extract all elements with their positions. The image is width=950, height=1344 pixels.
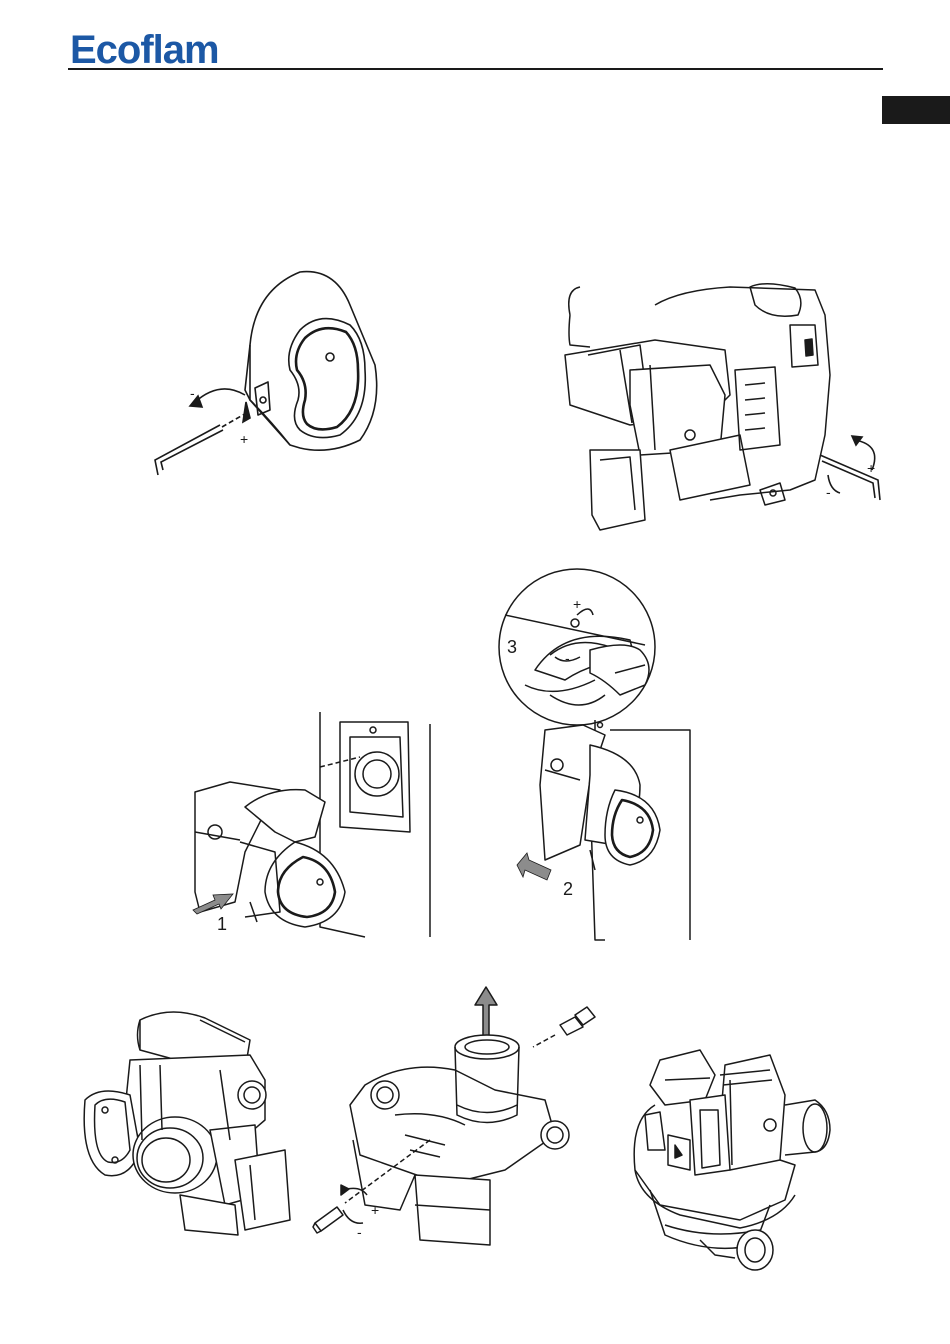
plus-sign: + — [573, 596, 581, 612]
minus-sign: - — [190, 385, 195, 401]
ecoflam-logo: Ecoflam — [70, 28, 219, 73]
plus-sign: + — [867, 460, 875, 476]
plus-sign: + — [240, 431, 248, 447]
plus-sign: + — [371, 1202, 379, 1218]
figure-cover-adjust: - + — [150, 270, 380, 485]
step-number-2: 2 — [563, 879, 573, 899]
minus-sign: - — [826, 484, 831, 500]
figure-burner-adjust: + - — [560, 285, 890, 540]
figure-mount-step: 1 — [185, 712, 435, 940]
figure-burner-service: + - — [305, 985, 605, 1255]
minus-sign: - — [565, 650, 570, 666]
figure-burner-front — [620, 1040, 840, 1275]
section-tab — [882, 96, 950, 124]
step-number-3: 3 — [507, 637, 517, 657]
minus-sign: - — [357, 1224, 362, 1240]
header-rule — [68, 68, 883, 70]
figure-slide-step: 2 3 + - — [495, 585, 700, 940]
step-number-1: 1 — [217, 914, 227, 934]
figure-burner-rear — [80, 1010, 295, 1255]
